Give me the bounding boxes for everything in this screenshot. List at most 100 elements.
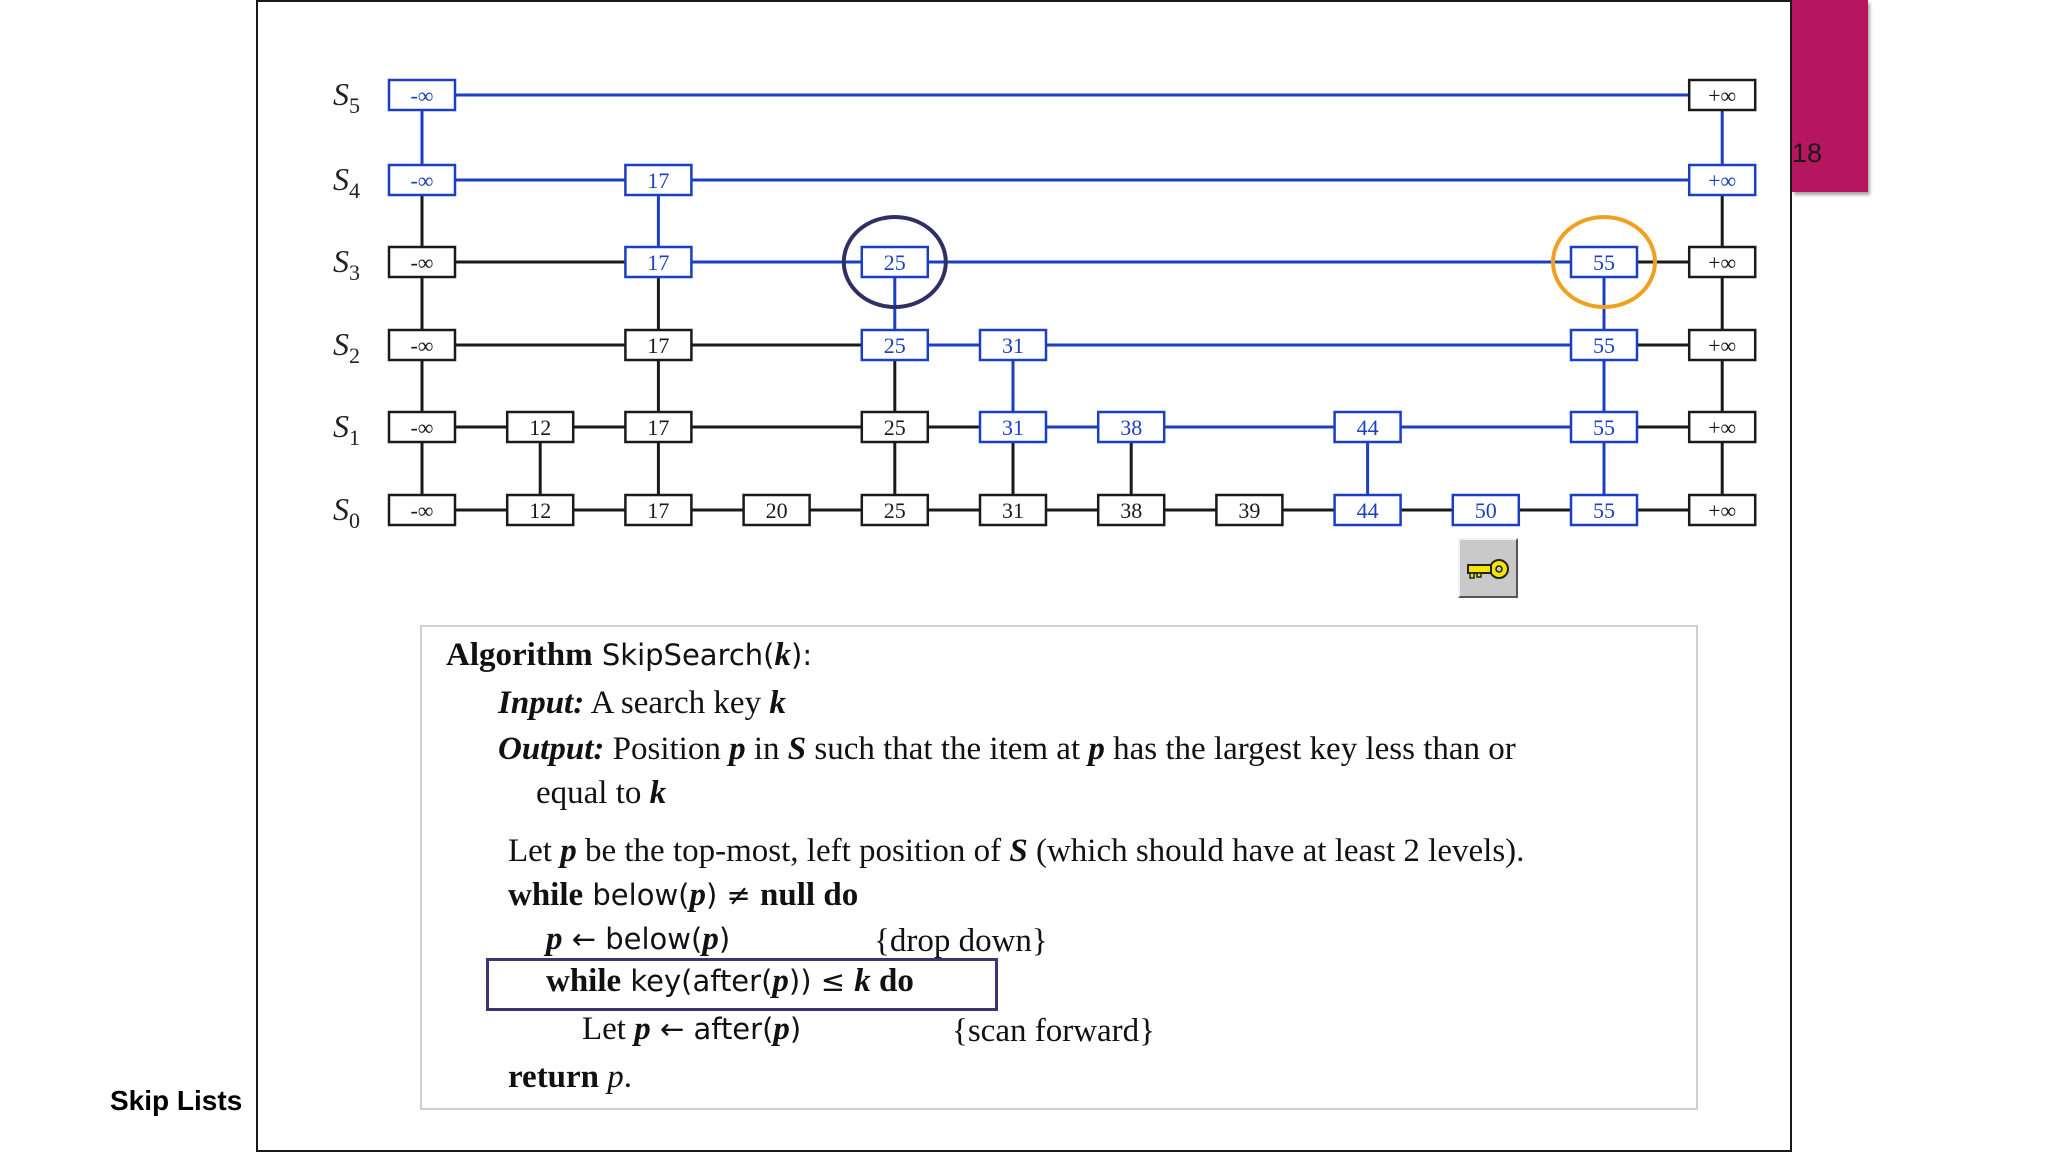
skiplist-node: +∞	[1687, 78, 1757, 112]
skiplist-node: +∞	[1687, 328, 1757, 362]
node-key: -∞	[410, 498, 433, 523]
assign1-text-b: )	[718, 922, 731, 956]
node-key: -∞	[410, 250, 433, 275]
drop-down-comment: {drop down}	[874, 923, 1048, 959]
scan-forward-comment: {scan forward}	[952, 1013, 1156, 1049]
highlight-circle-dark	[841, 215, 948, 309]
skiplist-node: 44	[1333, 493, 1402, 527]
algorithm-input: Input: A search key k	[498, 687, 786, 720]
node-key: +∞	[1708, 250, 1736, 275]
return-keyword: return	[508, 1059, 600, 1095]
algorithm-let-line: Let p be the top-most, left position of …	[508, 835, 1524, 868]
skiplist-node: 55	[1569, 493, 1639, 527]
skiplist-node: 55	[1569, 245, 1639, 279]
node-key: 38	[1120, 415, 1142, 440]
while2-k: k	[854, 963, 871, 999]
let-s: S	[1009, 833, 1028, 869]
node-key: +∞	[1708, 168, 1736, 193]
highlight-circle-orange	[1551, 215, 1657, 309]
skiplist-node: -∞	[387, 245, 457, 279]
while2-keyword: while	[546, 963, 622, 999]
algorithm-drop-down: p ← below(p)	[546, 923, 730, 956]
inner-loop-highlight	[486, 958, 998, 1011]
node-key: 20	[766, 498, 788, 523]
skiplist-node: -∞	[387, 328, 457, 362]
skiplist-node: 50	[1451, 493, 1521, 527]
let-p: p	[560, 833, 577, 869]
algorithm-scan-forward: Let p ← after(p)	[582, 1013, 801, 1046]
output-s: S	[787, 731, 807, 767]
key-icon	[1467, 559, 1509, 579]
skiplist-node: 38	[1096, 410, 1166, 444]
output-p: p	[729, 731, 746, 767]
node-key: 44	[1357, 415, 1379, 440]
node-key: 55	[1593, 498, 1615, 523]
output-text-c: such that the item at	[806, 731, 1089, 767]
node-key: +∞	[1708, 415, 1736, 440]
skiplist-node: 31	[978, 328, 1048, 362]
node-key: 31	[1002, 333, 1024, 358]
skiplist-node: +∞	[1687, 245, 1757, 279]
let-text-a: Let	[508, 833, 561, 869]
node-key: +∞	[1708, 333, 1736, 358]
skiplist-node: 17	[624, 493, 693, 527]
node-key: 44	[1357, 498, 1379, 523]
slide-number: 18	[1792, 138, 1823, 168]
skiplist-node: +∞	[1687, 410, 1757, 444]
skiplist-node: 17	[624, 245, 693, 279]
skiplist-node: -∞	[387, 410, 457, 444]
let2-p: p	[634, 1011, 651, 1047]
while1-null: null	[760, 877, 816, 913]
level-label: S3	[333, 243, 360, 285]
skiplist-node: 38	[1096, 493, 1166, 527]
algorithm-return: return p.	[508, 1061, 632, 1094]
node-key: 25	[884, 333, 906, 358]
node-key: 25	[884, 498, 906, 523]
skiplist-node: +∞	[1687, 163, 1757, 197]
skiplist-node: 39	[1215, 493, 1284, 527]
skiplist-node: 25	[860, 245, 930, 279]
output-label: Output:	[498, 731, 605, 767]
algorithm-param: k	[774, 637, 792, 673]
input-k: k	[769, 685, 786, 721]
node-key: 39	[1238, 498, 1260, 523]
algorithm-box: Algorithm SkipSearch(k): Input: A search…	[420, 625, 1698, 1110]
let-text-c: (which should have at least 2 levels).	[1027, 833, 1525, 869]
node-key: 17	[647, 168, 669, 193]
footer-title: Skip Lists	[110, 1085, 243, 1116]
assign1-text-a: ← below(	[562, 922, 703, 956]
while1-do: do	[815, 877, 859, 913]
output-text-d: has the largest key less than or	[1104, 731, 1516, 767]
skiplist-node: 12	[505, 410, 575, 444]
let2-text-c: )	[789, 1012, 802, 1046]
let2-p2: p	[773, 1011, 790, 1047]
skiplist-node: 17	[624, 410, 693, 444]
node-key: -∞	[410, 415, 433, 440]
node-key: 31	[1002, 498, 1024, 523]
skiplist-node: 55	[1569, 328, 1639, 362]
algorithm-output: Output: Position p in S such that the it…	[498, 733, 1516, 766]
node-key: 17	[647, 415, 669, 440]
skiplist-node: -∞	[387, 78, 457, 112]
algorithm-header-end: ):	[791, 638, 813, 672]
input-label: Input:	[498, 685, 585, 721]
input-text: A search key	[584, 685, 770, 721]
let2-text-a: Let	[582, 1011, 635, 1047]
skiplist-node: 31	[978, 410, 1048, 444]
node-key: 17	[647, 250, 669, 275]
accent-bar	[1792, 0, 1868, 192]
node-key: -∞	[410, 333, 433, 358]
assign1-p: p	[546, 921, 563, 957]
algorithm-while-inner: while key(after(p)) ≤ k do	[546, 965, 914, 998]
algorithm-while-outer: while below(p) ≠ null do	[508, 879, 858, 912]
node-key: 17	[647, 333, 669, 358]
skiplist-node: 55	[1569, 410, 1639, 444]
node-key: 50	[1475, 498, 1497, 523]
key-button[interactable]	[1458, 538, 1518, 598]
while1-p: p	[689, 877, 706, 913]
node-key: 25	[884, 250, 906, 275]
level-label: S0	[333, 491, 360, 533]
skiplist-node: +∞	[1687, 493, 1757, 527]
node-key: 55	[1593, 333, 1615, 358]
algorithm-header: Algorithm SkipSearch(k):	[446, 639, 812, 672]
